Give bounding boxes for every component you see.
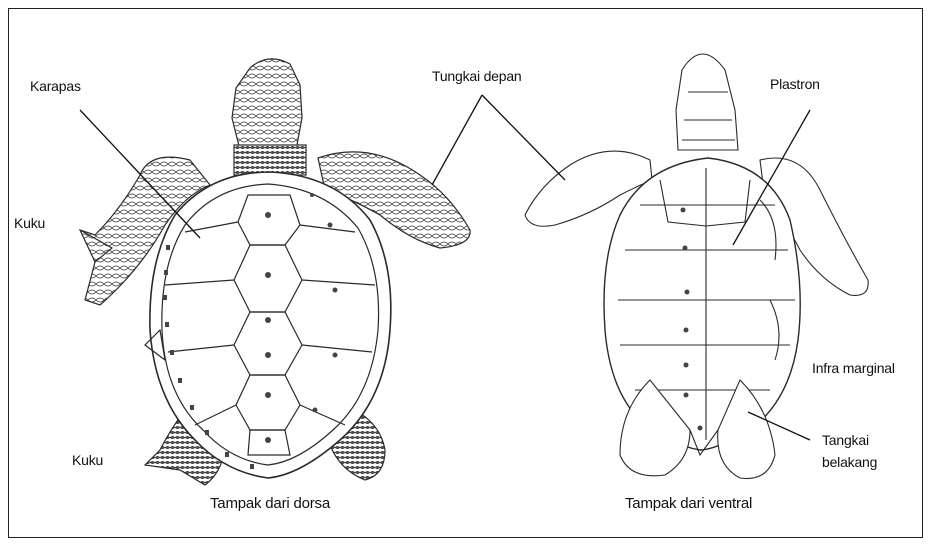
label-plastron: Plastron — [770, 76, 820, 92]
label-kuku-lower: Kuku — [72, 452, 103, 468]
dorsal-head — [232, 59, 302, 150]
leader-tungkai-depan-left — [432, 95, 482, 185]
label-infra-marginal: Infra marginal — [812, 360, 895, 376]
label-kuku-upper: Kuku — [14, 215, 45, 231]
label-karapas: Karapas — [30, 78, 81, 94]
dorsal-neck — [234, 145, 306, 175]
leader-tungkai-depan-right — [482, 95, 565, 180]
caption-ventral: Tampak dari ventral — [625, 495, 752, 512]
caption-dorsal: Tampak dari dorsa — [210, 495, 330, 512]
label-tungkai-depan: Tungkai depan — [432, 68, 522, 84]
label-tungkai-belakang-1: Tangkai — [822, 432, 869, 448]
label-tungkai-belakang-2: belakang — [822, 454, 877, 470]
ventral-turtle — [525, 54, 868, 479]
ventral-head — [676, 54, 738, 150]
dorsal-turtle — [80, 59, 470, 485]
